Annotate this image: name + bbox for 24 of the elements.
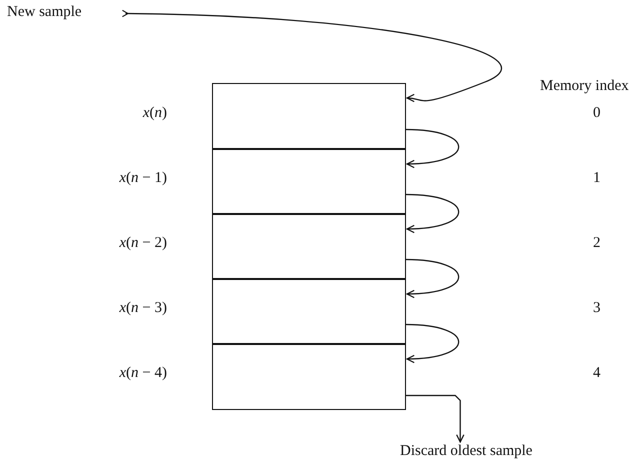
input-label: New sample: [7, 4, 82, 21]
arrow: [406, 258, 460, 298]
register-label: x(n − 1): [119, 170, 167, 188]
memory-cell: [212, 343, 406, 410]
output-label: Discard oldest sample: [400, 443, 532, 460]
arrow: [406, 394, 464, 443]
register-label: x(n): [142, 105, 167, 122]
index-number: 2: [593, 235, 600, 252]
memory-cell: [212, 213, 406, 280]
register-label: x(n − 3): [119, 300, 167, 318]
arrow: [122, 10, 502, 103]
arrow: [406, 194, 460, 233]
index-number: 4: [593, 365, 600, 382]
index-number: 3: [593, 300, 600, 317]
column-heading: Memory index: [540, 78, 629, 95]
memory-cell: [212, 148, 406, 214]
index-number: 1: [593, 170, 600, 187]
memory-cell: [212, 83, 406, 150]
register-label: x(n − 4): [119, 365, 167, 382]
index-number: 0: [593, 105, 600, 122]
arrow: [406, 128, 460, 168]
memory-cell: [212, 278, 406, 344]
register-label: x(n − 2): [119, 235, 167, 252]
arrow: [406, 324, 460, 363]
